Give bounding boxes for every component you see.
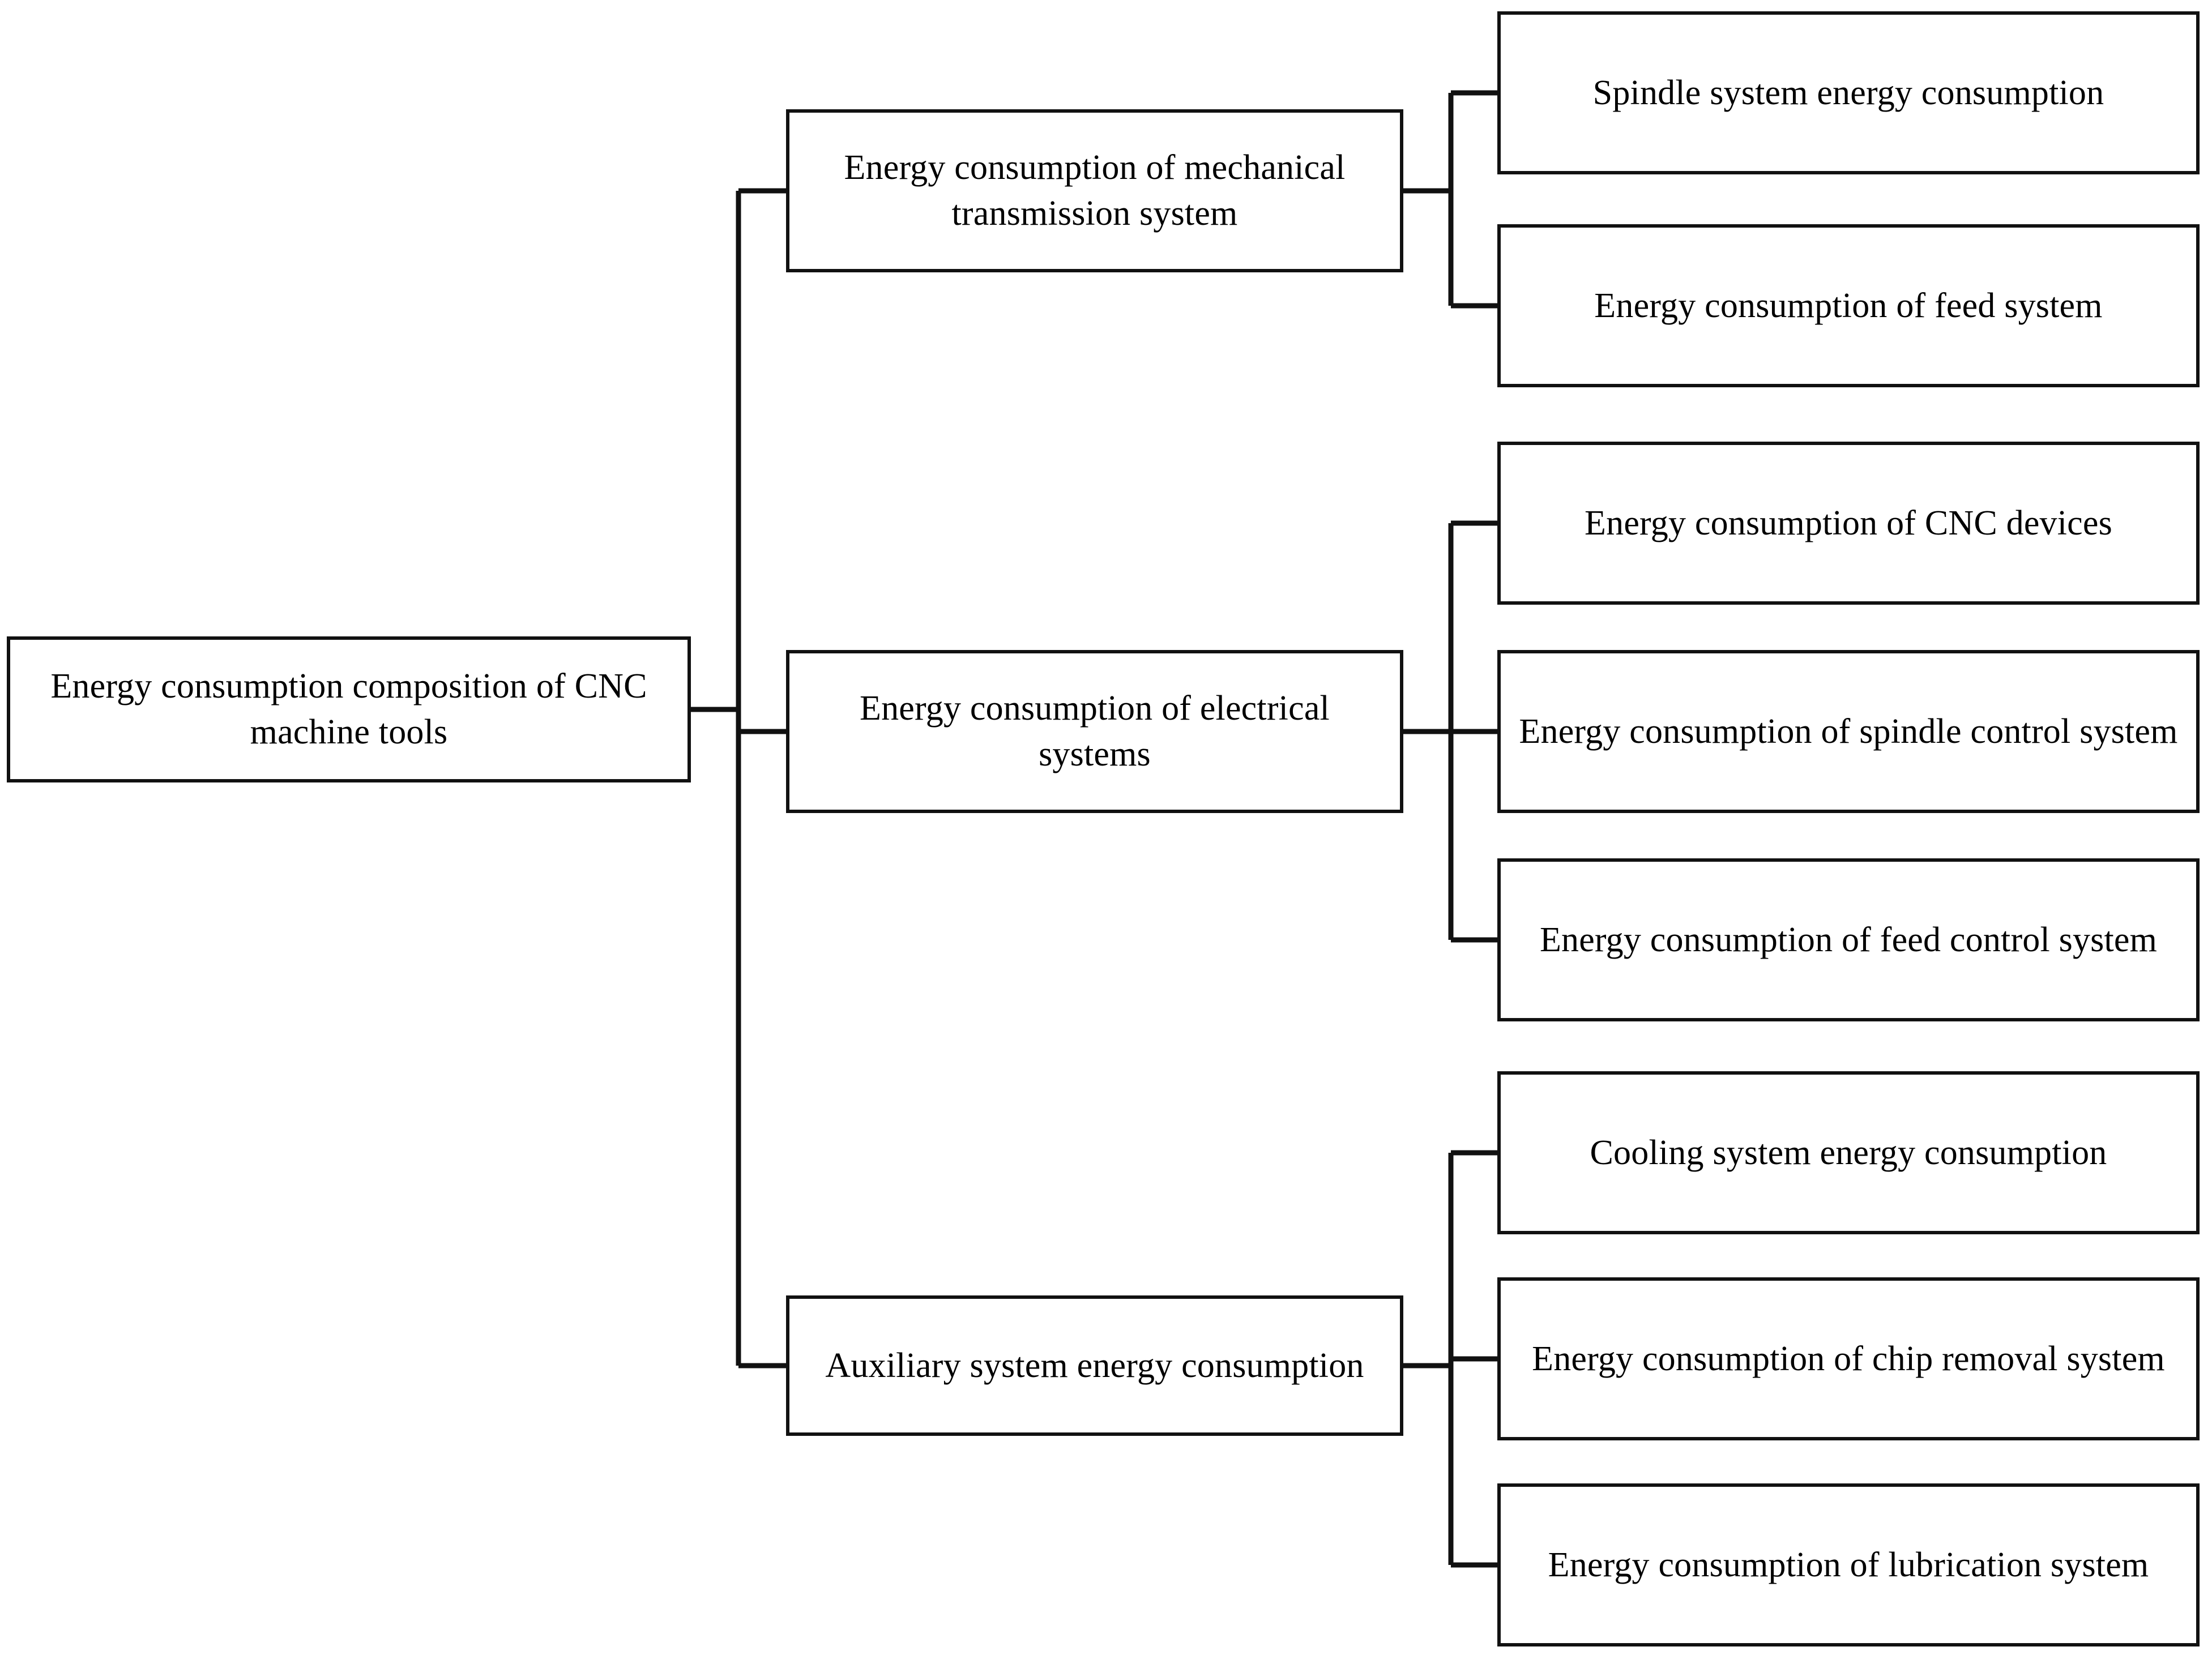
node-feed-control-system-energy[interactable]: Energy consumption of feed control syste… bbox=[1497, 858, 2200, 1021]
node-mechanical-transmission-system-label: Energy consumption of mechanical transmi… bbox=[844, 148, 1346, 233]
node-electrical-systems[interactable]: Energy consumption of electrical systems bbox=[786, 650, 1403, 813]
node-electrical-systems-label: Energy consumption of electrical systems bbox=[860, 689, 1330, 773]
node-auxiliary-system[interactable]: Auxiliary system energy consumption bbox=[786, 1295, 1403, 1436]
node-spindle-system-energy[interactable]: Spindle system energy consumption bbox=[1497, 11, 2200, 174]
node-root[interactable]: Energy consumption composition of CNC ma… bbox=[7, 636, 691, 782]
node-feed-system-energy[interactable]: Energy consumption of feed system bbox=[1497, 224, 2200, 387]
node-cnc-devices-energy[interactable]: Energy consumption of CNC devices bbox=[1497, 442, 2200, 605]
node-cooling-system-energy-label: Cooling system energy consumption bbox=[1590, 1133, 2107, 1172]
node-spindle-control-system-energy-label: Energy consumption of spindle control sy… bbox=[1519, 712, 2178, 751]
node-feed-control-system-energy-label: Energy consumption of feed control syste… bbox=[1539, 920, 2158, 959]
node-chip-removal-system-energy[interactable]: Energy consumption of chip removal syste… bbox=[1497, 1277, 2200, 1440]
node-chip-removal-system-energy-label: Energy consumption of chip removal syste… bbox=[1532, 1339, 2165, 1378]
node-cnc-devices-energy-label: Energy consumption of CNC devices bbox=[1585, 503, 2112, 542]
node-feed-system-energy-label: Energy consumption of feed system bbox=[1594, 286, 2103, 325]
node-lubrication-system-energy[interactable]: Energy consumption of lubrication system bbox=[1497, 1483, 2200, 1646]
node-auxiliary-system-label: Auxiliary system energy consumption bbox=[825, 1346, 1364, 1385]
node-mechanical-transmission-system[interactable]: Energy consumption of mechanical transmi… bbox=[786, 109, 1403, 272]
node-root-label: Energy consumption composition of CNC ma… bbox=[50, 667, 647, 751]
node-cooling-system-energy[interactable]: Cooling system energy consumption bbox=[1497, 1071, 2200, 1234]
node-spindle-system-energy-label: Spindle system energy consumption bbox=[1592, 73, 2104, 112]
node-lubrication-system-energy-label: Energy consumption of lubrication system bbox=[1548, 1545, 2149, 1584]
node-spindle-control-system-energy[interactable]: Energy consumption of spindle control sy… bbox=[1497, 650, 2200, 813]
